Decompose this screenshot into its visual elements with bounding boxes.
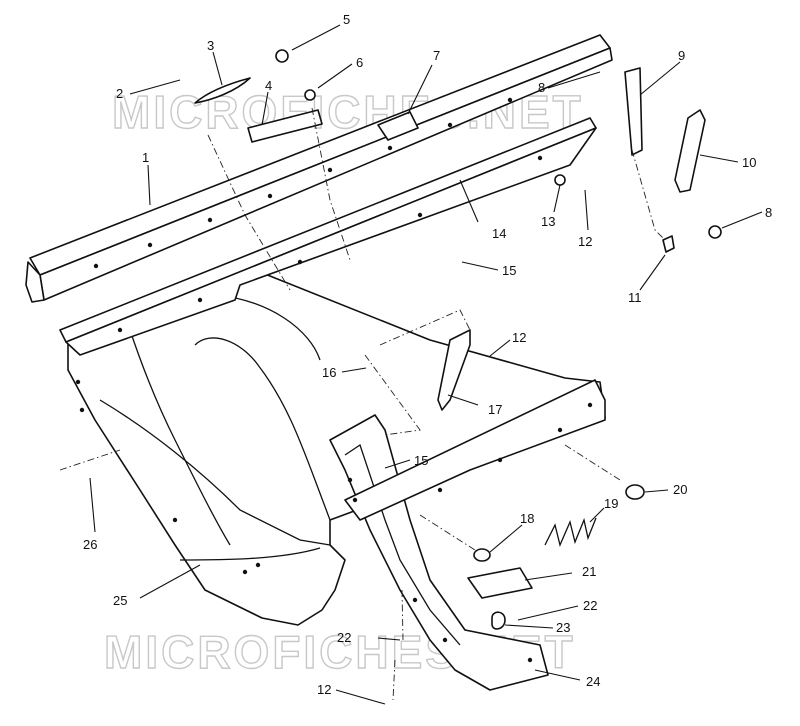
callout-6: 6 xyxy=(356,55,363,70)
part-8-cap xyxy=(708,225,722,239)
callout-12-bottom: 12 xyxy=(317,682,331,697)
part-7-bracket xyxy=(377,111,419,141)
part-4-plate xyxy=(247,109,323,143)
part-11-pin xyxy=(662,235,675,253)
callout-9: 9 xyxy=(678,48,685,63)
part-1-front-rail xyxy=(25,34,613,303)
callout-11: 11 xyxy=(628,290,642,305)
callout-24: 24 xyxy=(586,674,600,689)
callout-15-mid: 15 xyxy=(414,453,428,468)
callout-5: 5 xyxy=(343,12,350,27)
callout-1: 1 xyxy=(142,150,149,165)
part-21-side-panel xyxy=(344,379,606,599)
callout-18: 18 xyxy=(520,511,534,526)
part-10-handle xyxy=(674,109,706,193)
part-13-nut xyxy=(554,174,566,186)
part-19-spring xyxy=(544,517,597,548)
callout-22-left: 22 xyxy=(337,630,351,645)
callout-25: 25 xyxy=(113,593,127,608)
callout-22-right: 22 xyxy=(583,598,597,613)
part-6-nut xyxy=(304,89,316,101)
part-3-strip xyxy=(194,77,251,104)
callout-12-top: 12 xyxy=(578,234,592,249)
part-14-rear-rail xyxy=(59,117,597,356)
callout-8-right: 8 xyxy=(765,205,772,220)
callout-19: 19 xyxy=(604,496,618,511)
callout-23: 23 xyxy=(556,620,570,635)
callout-13: 13 xyxy=(541,214,555,229)
part-20-grommet xyxy=(625,484,645,500)
callout-26: 26 xyxy=(83,537,97,552)
callout-numbers: 1 2 3 4 5 6 7 8 9 10 8 11 12 13 14 15 12… xyxy=(83,12,772,697)
alignment-lines xyxy=(59,107,666,701)
part-18-grommet xyxy=(473,548,491,562)
part-9-mount-bracket xyxy=(624,67,643,156)
callout-17: 17 xyxy=(488,402,502,417)
callout-2: 2 xyxy=(116,86,123,101)
part-5-knob xyxy=(275,49,289,63)
mounting-holes xyxy=(75,97,593,663)
part-17-strap xyxy=(437,329,471,411)
callout-12-mid: 12 xyxy=(512,330,526,345)
callout-16: 16 xyxy=(322,365,336,380)
leader-lines xyxy=(89,24,763,705)
callout-14: 14 xyxy=(492,226,506,241)
callout-7: 7 xyxy=(433,48,440,63)
callout-10: 10 xyxy=(742,155,756,170)
part-23-clip xyxy=(491,611,506,630)
callout-4: 4 xyxy=(265,78,272,93)
callout-20: 20 xyxy=(673,482,687,497)
callout-21: 21 xyxy=(582,564,596,579)
callout-15-top: 15 xyxy=(502,263,516,278)
callout-3: 3 xyxy=(207,38,214,53)
callout-8-top: 8 xyxy=(538,80,545,95)
